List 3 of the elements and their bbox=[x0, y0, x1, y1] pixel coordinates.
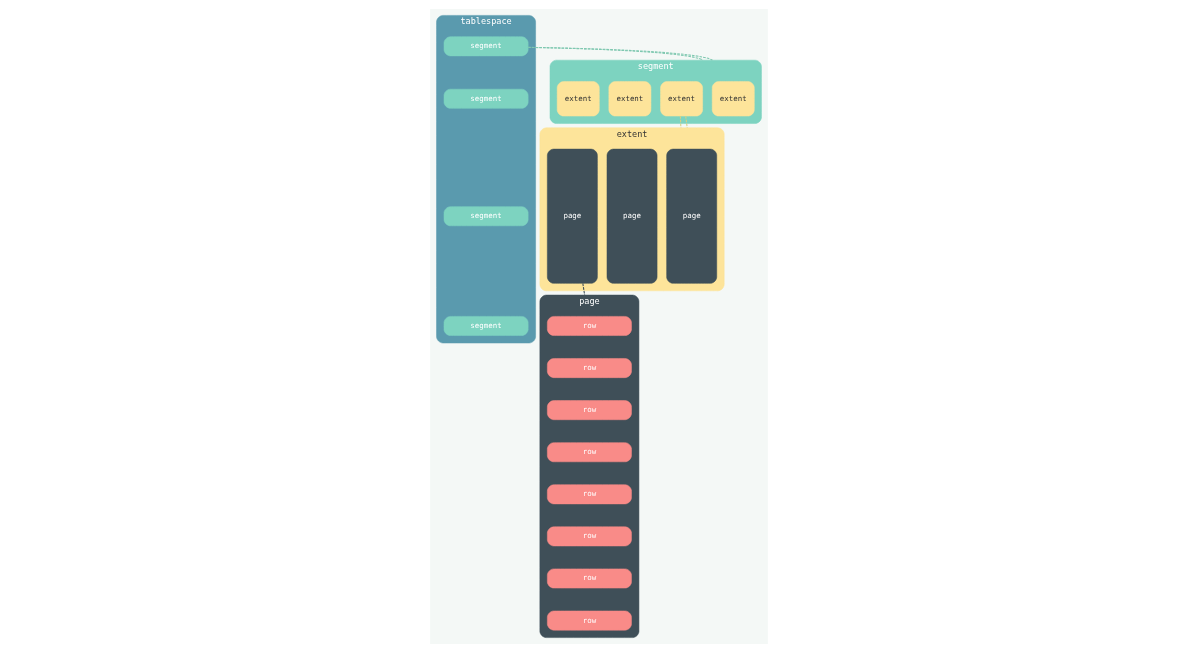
connector bbox=[684, 115, 688, 128]
connector bbox=[679, 115, 681, 128]
connector bbox=[581, 282, 585, 296]
